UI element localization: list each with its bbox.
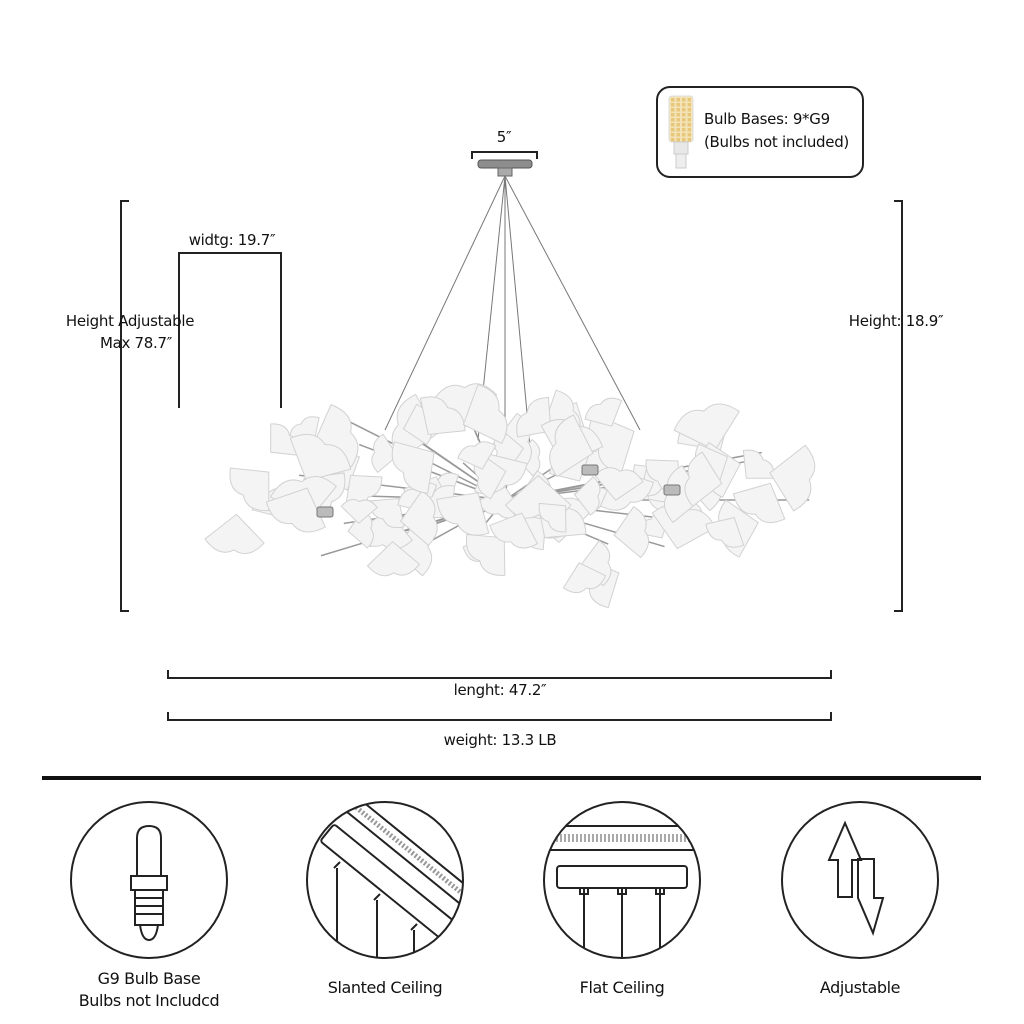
ginkgo-leaf bbox=[593, 467, 644, 501]
length-line bbox=[167, 670, 832, 679]
bulb-socket bbox=[316, 506, 334, 518]
bulbs-not-included-text: (Bulbs not included) bbox=[704, 133, 849, 151]
ginkgo-leaf bbox=[769, 444, 816, 512]
feature-label-line: Bulbs not Includcd bbox=[78, 991, 220, 1010]
weight-line bbox=[167, 712, 832, 721]
section-divider bbox=[42, 776, 981, 780]
canopy bbox=[477, 159, 533, 177]
feature-label-adjustable: Adjustable bbox=[819, 978, 901, 997]
canopy-width-bracket bbox=[471, 151, 538, 159]
feature-label-flat: Flat Ceiling bbox=[579, 978, 665, 997]
width-bracket bbox=[178, 252, 282, 408]
ginkgo-leaf bbox=[573, 476, 601, 516]
width-label: widtg: 19.7″ bbox=[188, 231, 276, 249]
flat-ceiling-icon bbox=[543, 801, 701, 959]
weight-label: weight: 13.3 LB bbox=[443, 731, 557, 749]
ginkgo-leaf bbox=[613, 505, 650, 559]
ginkgo-leaf bbox=[289, 433, 352, 482]
suspension-wire bbox=[504, 175, 641, 431]
ginkgo-leaf bbox=[732, 482, 786, 524]
max-height-label: Max 78.7″ bbox=[99, 334, 173, 352]
height-adjustable-bracket bbox=[120, 200, 129, 612]
ginkgo-leaf bbox=[436, 492, 490, 536]
ginkgo-leaf bbox=[549, 414, 594, 478]
bulb-info-box: Bulb Bases: 9*G9 (Bulbs not included) bbox=[656, 86, 864, 178]
canopy-width-label: 5″ bbox=[496, 128, 512, 146]
height-label: Height: 18.9″ bbox=[848, 312, 944, 330]
bulb-icon bbox=[70, 801, 228, 959]
ginkgo-leaf bbox=[489, 512, 539, 549]
ginkgo-leaf bbox=[538, 502, 567, 533]
feature-label-slanted: Slanted Ceiling bbox=[327, 978, 443, 997]
ginkgo-leaf bbox=[391, 441, 435, 494]
feature-label-bulb: G9 Bulb Base Bulbs not Includcd bbox=[79, 968, 220, 1012]
bulb-socket bbox=[581, 464, 599, 476]
height-adjustable-label: Height Adjustable bbox=[65, 312, 195, 330]
length-label: lenght: 47.2″ bbox=[453, 681, 547, 699]
bulb-bases-text: Bulb Bases: 9*G9 bbox=[704, 110, 830, 128]
slanted-ceiling-icon bbox=[306, 801, 464, 959]
ginkgo-leaf bbox=[673, 403, 740, 451]
ginkgo-leaf bbox=[705, 517, 745, 548]
ginkgo-leaf bbox=[265, 487, 326, 533]
adjustable-arrows-icon bbox=[781, 801, 939, 959]
suspension-wire bbox=[504, 175, 531, 446]
ginkgo-leaf bbox=[340, 499, 379, 524]
bulb-socket bbox=[663, 484, 681, 496]
height-bracket bbox=[894, 200, 903, 612]
ginkgo-leaf bbox=[204, 513, 265, 555]
ginkgo-leaf bbox=[462, 383, 508, 444]
ginkgo-leaf bbox=[399, 490, 438, 547]
ginkgo-leaf bbox=[457, 441, 497, 470]
led-bulb-icon bbox=[668, 95, 694, 169]
ginkgo-leaf bbox=[366, 541, 421, 577]
chandelier-image bbox=[204, 175, 816, 609]
ginkgo-leaf bbox=[465, 533, 506, 576]
feature-label-line: G9 Bulb Base bbox=[97, 969, 201, 988]
ginkgo-leaf bbox=[371, 433, 399, 474]
suspension-wire bbox=[384, 175, 506, 431]
ginkgo-leaf bbox=[229, 467, 270, 512]
ginkgo-leaf bbox=[584, 397, 623, 427]
ginkgo-leaf bbox=[684, 451, 723, 507]
ginkgo-leaf bbox=[562, 562, 607, 594]
